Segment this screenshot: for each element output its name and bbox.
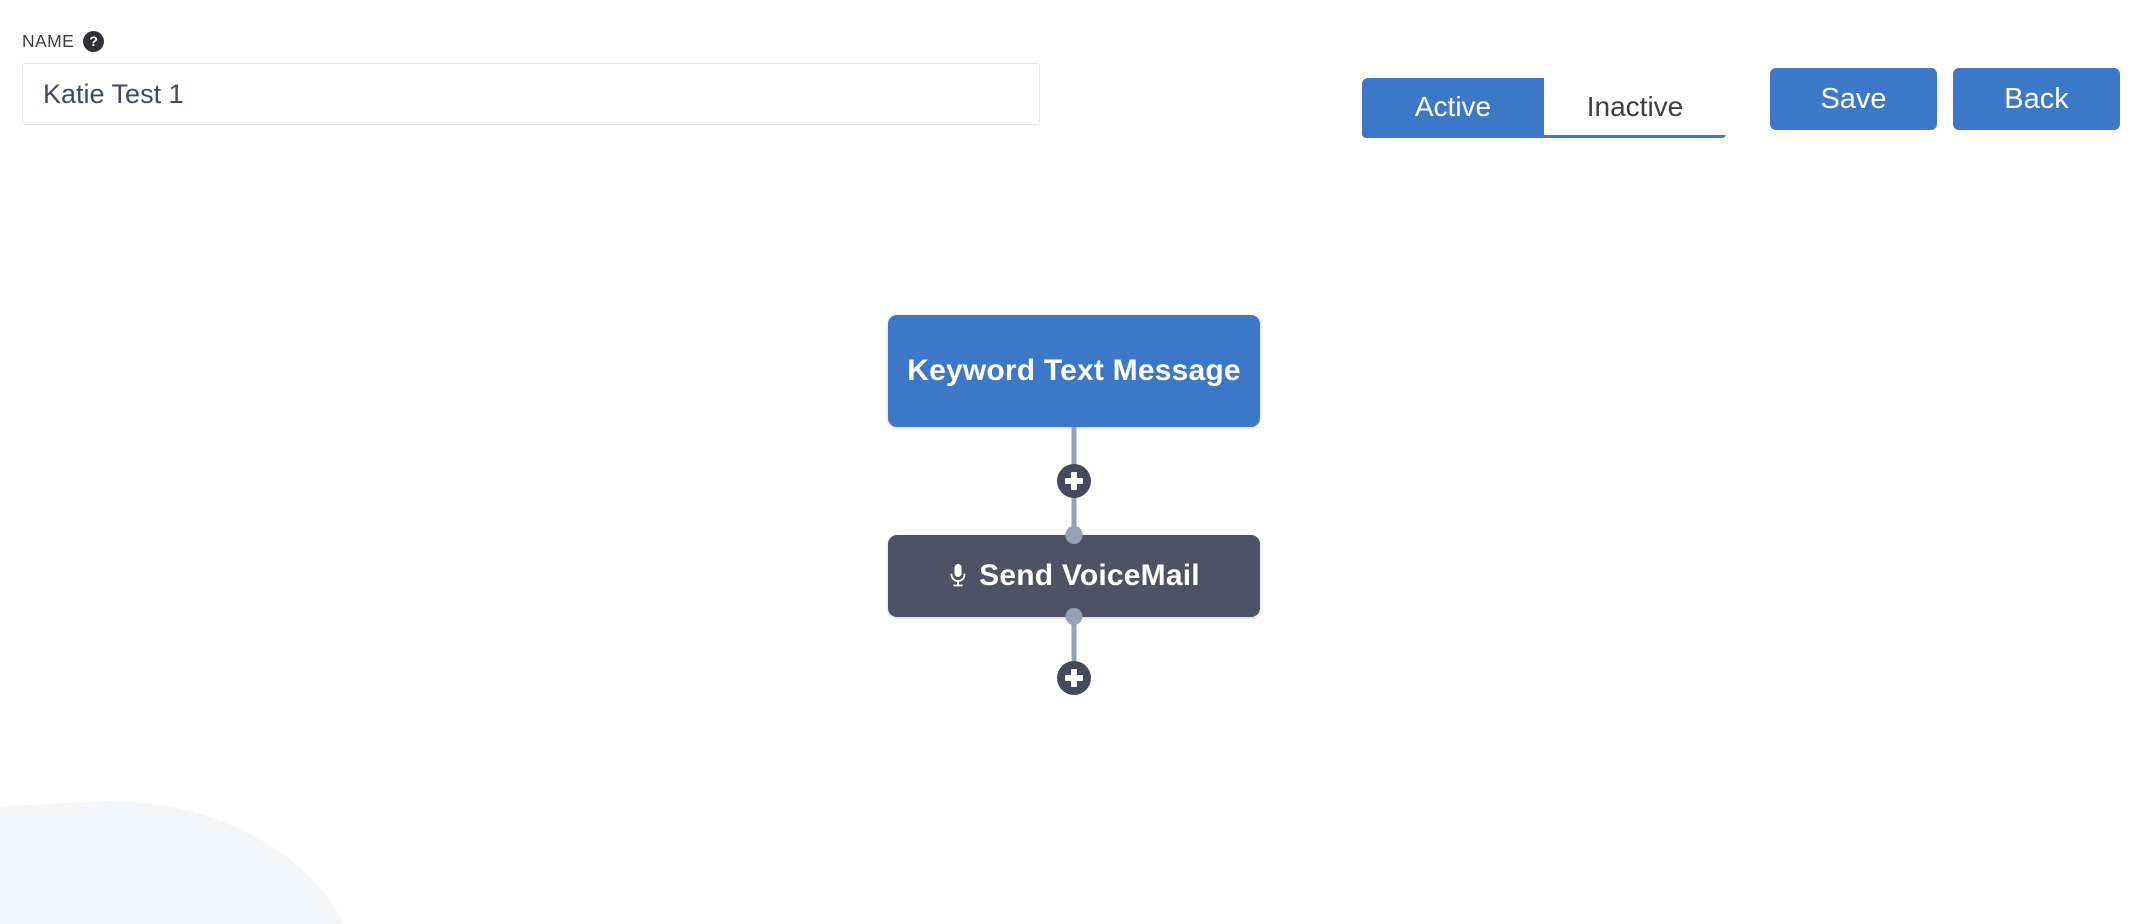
connector-port-dot [1065,608,1083,625]
help-circle-icon[interactable]: ? [83,30,105,52]
name-label: NAME [22,30,75,51]
back-button[interactable]: Back [1953,68,2120,130]
connector-port-dot [1065,527,1083,544]
page-header: NAME ? Active Inactive Save Back [0,0,2138,160]
add-step-button-1[interactable] [1057,464,1091,498]
name-input[interactable] [22,63,1040,125]
workflow-node-label: Send VoiceMail [979,559,1200,592]
workflow-node-label: Keyword Text Message [907,354,1241,387]
add-step-button-2[interactable] [1057,661,1091,695]
workflow-node-action-voicemail[interactable]: Send VoiceMail [888,527,1260,625]
workflow-flow: Keyword Text Message Send VoiceMail [888,315,1260,695]
connector-line [1071,617,1077,673]
status-toggle-group: Active Inactive [1362,78,1726,138]
status-toggle-inactive[interactable]: Inactive [1544,78,1726,135]
status-toggle-active[interactable]: Active [1362,78,1544,135]
workflow-connector [888,427,1260,543]
workflow-node-trigger[interactable]: Keyword Text Message [888,315,1260,427]
microphone-icon [948,562,968,590]
workflow-connector-tail [888,617,1260,695]
workflow-canvas[interactable]: Keyword Text Message Send VoiceMail [0,160,2138,924]
save-button[interactable]: Save [1770,68,1937,130]
name-label-row: NAME ? [22,30,1042,52]
name-field-group: NAME ? [22,30,1042,125]
